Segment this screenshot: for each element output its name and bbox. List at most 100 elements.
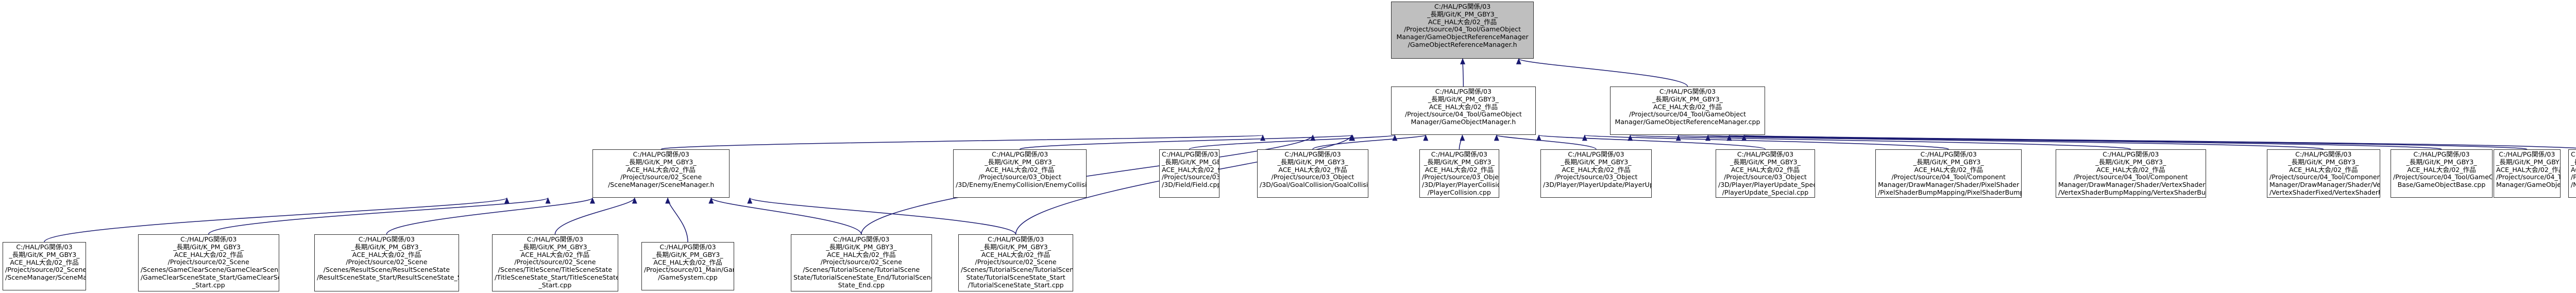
edge-player_update_sp-to-gom xyxy=(1536,134,1766,150)
node-label-line: _長期/Git/K_PM_GBY3_ xyxy=(1913,158,1984,166)
node-label-line: ACE_HAL大会/02_作品 xyxy=(1731,165,1800,174)
node-gameobjectbase-cpp[interactable]: C:/HAL/PG関係/03_長期/Git/K_PM_GBY3_ACE_HAL大… xyxy=(2391,149,2493,198)
node-label-line: _長期/Git/K_PM_GBY3_ xyxy=(2095,158,2166,166)
edge-tut_end-to-scene_h xyxy=(708,197,862,235)
node-label-line: ACE_HAL大会/02_作品 xyxy=(653,258,722,266)
node-label-line: _長期/Git/K_PM_GBY3_ xyxy=(826,243,897,251)
node-field-cpp[interactable]: C:/HAL/PG関係/03_長期/Git/K_PM_GBY3_ACE_HAL大… xyxy=(1159,149,1219,198)
node-label-line: ACE_HAL大会/02_作品 xyxy=(985,165,1055,174)
node-label-line: /SceneManager/SceneManager.h xyxy=(608,181,715,189)
node-label-line: C:/HAL/PG関係/03 xyxy=(1737,150,1794,158)
node-tutorialscenestate-end-cpp[interactable]: C:/HAL/PG関係/03_長期/Git/K_PM_GBY3_ACE_HAL大… xyxy=(791,234,932,291)
node-label-line: ACE_HAL大会/02_作品 xyxy=(626,165,696,174)
node-label-line: _長期/Git/K_PM_GBY3_ xyxy=(2571,158,2576,166)
node-numbers-cpp[interactable]: C:/HAL/PG関係/03_長期/Git/K_PM_GBY3_ACE_HAL大… xyxy=(2568,149,2576,198)
node-titlescenestate-start-cpp[interactable]: C:/HAL/PG関係/03_長期/Git/K_PM_GBY3_ACE_HAL大… xyxy=(492,234,618,291)
node-label-line: /Project/source/02_Scene xyxy=(167,258,249,266)
node-label-line: /Scenes/GameClearScene/GameClearScene xyxy=(141,266,279,274)
node-vertexshaderfixed-cpp[interactable]: C:/HAL/PG関係/03_長期/Git/K_PM_GBY3_ACE_HAL大… xyxy=(2267,149,2380,198)
node-label-line: /GameClearSceneState_Start/GameClearScen… xyxy=(141,273,279,282)
node-label-line: C:/HAL/PG関係/03 xyxy=(358,235,415,243)
node-enemycollision-cpp[interactable]: C:/HAL/PG関係/03_長期/Git/K_PM_GBY3_ACE_HAL大… xyxy=(953,149,1087,198)
node-gameobjectmanager-cpp[interactable]: C:/HAL/PG関係/03_長期/Git/K_PM_GBY3_ACE_HAL大… xyxy=(2494,149,2561,198)
node-label-line: _長期/Git/K_PM_GBY3_ xyxy=(2288,158,2359,166)
node-label-line: _長期/Git/K_PM_GBY3_ xyxy=(1652,95,1723,103)
node-label-line: Manager/GameObjectManager.h xyxy=(1411,118,1516,126)
node-label-line: ACE_HAL大会/02_作品 xyxy=(2496,165,2561,174)
node-label-line: /Project/source/02_Scene xyxy=(975,258,1057,266)
node-tutorialscenestate-start-cpp[interactable]: C:/HAL/PG関係/03_長期/Git/K_PM_GBY3_ACE_HAL大… xyxy=(958,234,1074,291)
node-label-line: ACE_HAL大会/02_作品 xyxy=(1914,165,1983,174)
node-label-line: State/TutorialSceneState_Start xyxy=(966,273,1065,282)
node-label-line: ACE_HAL大会/02_作品 xyxy=(520,250,590,258)
edge-enemy_col-to-gom xyxy=(1019,134,1355,150)
node-goalcollision-cpp[interactable]: C:/HAL/PG関係/03_長期/Git/K_PM_GBY3_ACE_HAL大… xyxy=(1257,149,1368,198)
node-label-line: /3D/Goal/GoalCollision/GoalCollision.cpp xyxy=(1260,181,1368,189)
node-label-line: /Project/source/02_Scene xyxy=(5,266,86,274)
node-label-line: Manager/GameObjectReferenceManager xyxy=(1396,33,1529,41)
node-label-line: _長期/Git/K_PM_GBY3_ xyxy=(173,243,244,251)
node-pixelshaderbumpmapping-cpp[interactable]: C:/HAL/PG関係/03_長期/Git/K_PM_GBY3_ACE_HAL大… xyxy=(1875,149,2022,198)
node-gameobjectmanager-h[interactable]: C:/HAL/PG関係/03_長期/Git/K_PM_GBY3_ACE_HAL大… xyxy=(1391,87,1536,135)
node-label-line: ACE_HAL大会/02_作品 xyxy=(10,258,79,266)
edge-scene_cpp-to-scene_h xyxy=(44,197,510,243)
node-label-line: /Project/source/04_Tool/Component xyxy=(2074,173,2188,181)
node-label-line: _長期/Git/K_PM_GBY3_ xyxy=(1427,10,1498,18)
node-gameobjectreferencemanager-h[interactable]: C:/HAL/PG関係/03_長期/Git/K_PM_GBY3_ACE_HAL大… xyxy=(1391,2,1534,59)
edge-scene_h-to-gom xyxy=(660,134,1264,150)
node-label-line: /SceneManager/SceneManager.cpp xyxy=(5,273,86,282)
node-gameobjectreferencemanager-cpp[interactable]: C:/HAL/PG関係/03_長期/Git/K_PM_GBY3_ACE_HAL大… xyxy=(1610,87,1765,135)
node-label-line: _長期/Git/K_PM_GBY3_ xyxy=(625,158,697,166)
node-label-line: Manager/DrawManager/Shader/VertexShader xyxy=(2058,181,2206,189)
node-label-line: /Project/source/02_Scene xyxy=(514,258,596,266)
edge-result-to-scene_h xyxy=(386,197,595,235)
node-label-line: /Project/source/04_Tool/Numbers xyxy=(2571,173,2576,181)
node-label-line: _長期/Git/K_PM_GBY3_ xyxy=(2496,158,2561,166)
node-scenemanager-h[interactable]: C:/HAL/PG関係/03_長期/Git/K_PM_GBY3_ACE_HAL大… xyxy=(592,149,730,198)
edge-numbers-to-gom xyxy=(1743,134,2576,149)
node-gameclearscenestate-start-cpp[interactable]: C:/HAL/PG関係/03_長期/Git/K_PM_GBY3_ACE_HAL大… xyxy=(138,234,279,291)
node-label-line: Manager/GameObjectReferenceManager.cpp xyxy=(1615,118,1760,126)
node-label-line: /3D/Field/Field.cpp xyxy=(1162,181,1219,189)
node-label-line: ACE_HAL大会/02_作品 xyxy=(981,250,1050,258)
node-label-line: ACE_HAL大会/02_作品 xyxy=(1653,102,1722,111)
node-playercollision-cpp[interactable]: C:/HAL/PG関係/03_長期/Git/K_PM_GBY3_ACE_HAL大… xyxy=(1419,149,1499,198)
edge-player_col-to-gom xyxy=(1459,134,1465,150)
node-label-line: ACE_HAL大会/02_作品 xyxy=(1425,165,1494,174)
node-label-line: ACE_HAL大会/02_作品 xyxy=(1562,165,1631,174)
node-label-line: /Project/source/02_Scene xyxy=(620,173,702,181)
node-label-line: /3D/Enemy/EnemyCollision/EnemyCollision.… xyxy=(956,181,1087,189)
node-label-line: /3D/Player/PlayerUpdate/PlayerUpdate.cpp xyxy=(1543,181,1651,189)
node-vertexshaderbumpmapping-cpp[interactable]: C:/HAL/PG関係/03_長期/Git/K_PM_GBY3_ACE_HAL大… xyxy=(2056,149,2206,198)
node-label-line: /Project/source/04_Tool/GameObject xyxy=(1629,110,1746,118)
node-scenemanager-cpp[interactable]: C:/HAL/PG関係/03_長期/Git/K_PM_GBY3_ACE_HAL大… xyxy=(3,242,86,291)
edge-tut_end-to-gom xyxy=(861,134,1316,235)
node-label-line: /Project/source/04_Tool/GameObject xyxy=(2496,173,2560,181)
node-label-line: /Project/source/02_Scene xyxy=(346,258,428,266)
node-label-line: _Start.cpp xyxy=(538,281,572,289)
node-resultscenestate-start-cpp[interactable]: C:/HAL/PG関係/03_長期/Git/K_PM_GBY3_ACE_HAL大… xyxy=(314,234,459,291)
node-label-line: _長期/Git/K_PM_GBY3_ xyxy=(1730,158,1801,166)
node-label-line: _長期/Git/K_PM_GBY3_ xyxy=(980,243,1052,251)
node-playerupdate-cpp[interactable]: C:/HAL/PG関係/03_長期/Git/K_PM_GBY3_ACE_HAL大… xyxy=(1540,149,1652,198)
node-label-line: ACE_HAL大会/02_作品 xyxy=(1429,102,1498,111)
node-label-line: C:/HAL/PG関係/03 xyxy=(991,150,1048,158)
node-label-line: C:/HAL/PG関係/03 xyxy=(527,235,584,243)
node-label-line: C:/HAL/PG関係/03 xyxy=(1435,88,1492,95)
node-label-line: C:/HAL/PG関係/03 xyxy=(180,235,237,243)
edge-goal_col-to-gom xyxy=(1312,134,1428,150)
node-playerupdate-special-cpp[interactable]: C:/HAL/PG関係/03_長期/Git/K_PM_GBY3_ACE_HAL大… xyxy=(1716,149,1815,198)
node-label-line: C:/HAL/PG関係/03 xyxy=(1434,3,1491,10)
node-label-line: /Numbers.cpp xyxy=(2571,181,2576,189)
node-label-line: /Project/source/04_Tool/Component xyxy=(1891,173,2006,181)
node-label-line: C:/HAL/PG関係/03 xyxy=(1431,150,1488,158)
node-label-line: C:/HAL/PG関係/03 xyxy=(16,243,73,251)
node-label-line: _長期/Git/K_PM_GBY3_ xyxy=(1561,158,1632,166)
node-label-line: /VertexShaderBumpMapping/VertexShaderBum… xyxy=(2058,188,2206,197)
edge-field-to-gom xyxy=(1189,134,1397,150)
node-gamesystem-cpp[interactable]: C:/HAL/PG関係/03_長期/Git/K_PM_GBY3_ACE_HAL大… xyxy=(641,242,734,291)
node-label-line: Manager/DrawManager/Shader/PixelShader xyxy=(1878,181,2020,189)
node-label-line: C:/HAL/PG関係/03 xyxy=(659,243,716,251)
node-label-line: /3D/Player/PlayerUpdate_Special xyxy=(1718,181,1815,189)
node-label-line: /Scenes/TutorialScene/TutorialScene xyxy=(961,266,1074,274)
